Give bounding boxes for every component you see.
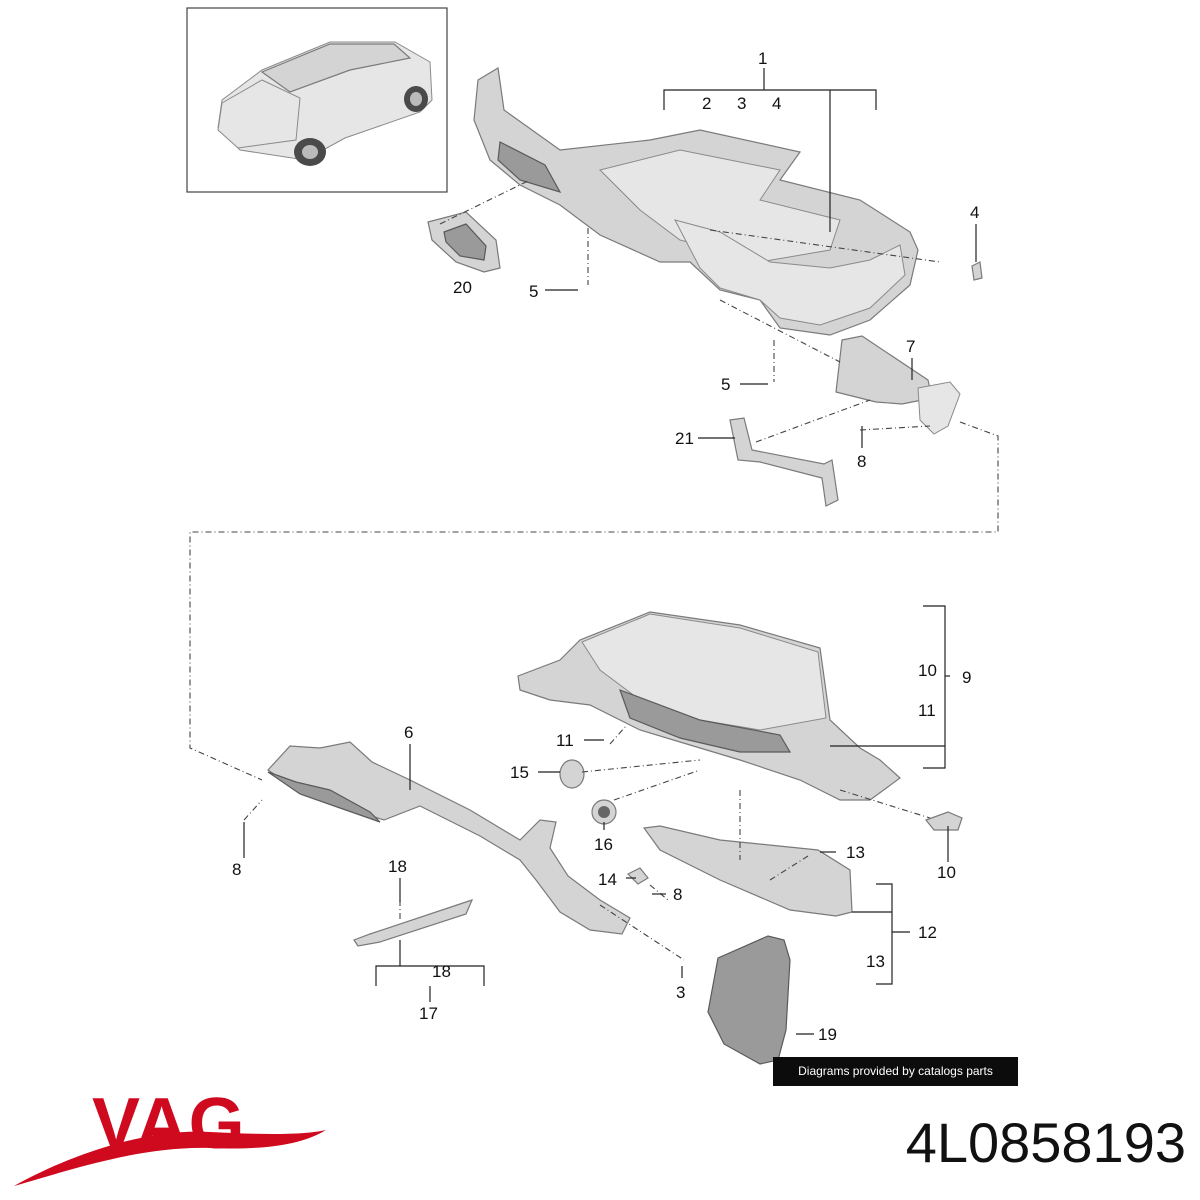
- callout-21: 21: [675, 429, 694, 448]
- callout-10-bottom: 10: [937, 863, 956, 882]
- callout-7: 7: [906, 337, 915, 356]
- callout-17: 17: [419, 1004, 438, 1023]
- callout-3-bottom: 3: [676, 983, 685, 1002]
- callout-13-upper: 13: [846, 843, 865, 862]
- callout-5-upper: 5: [529, 282, 538, 301]
- glovebox-housing: [517, 611, 901, 801]
- callout-8-left: 8: [232, 860, 241, 879]
- callout-15: 15: [510, 763, 529, 782]
- callout-18-lower: 18: [432, 962, 451, 981]
- leader-lines: [243, 68, 977, 1035]
- callout-20: 20: [453, 278, 472, 297]
- car-thumbnail: [186, 7, 448, 193]
- callout-9: 9: [962, 668, 971, 687]
- callout-6: 6: [404, 723, 413, 742]
- callout-5-lower: 5: [721, 375, 730, 394]
- callout-4-top: 4: [772, 94, 781, 113]
- callout-1: 1: [758, 49, 767, 68]
- callout-19: 19: [818, 1025, 837, 1044]
- callout-16: 16: [594, 835, 613, 854]
- brand-logo-text: VAG: [92, 1084, 246, 1164]
- callout-14: 14: [598, 870, 617, 889]
- lower-dash-trim: [267, 741, 631, 935]
- assembly-lines: [189, 179, 999, 961]
- callout-2: 2: [702, 94, 711, 113]
- callout-11-bracket: 11: [918, 701, 936, 720]
- vag-logo-swoosh: [14, 1130, 326, 1186]
- callout-4-right: 4: [970, 203, 979, 222]
- callout-11-left: 11: [556, 731, 574, 750]
- callout-8-upper: 8: [857, 452, 866, 471]
- glovebox-lid: [835, 335, 961, 435]
- callout-18-upper: 18: [388, 857, 407, 876]
- instrument-panel-carrier: [473, 67, 919, 336]
- callout-3: 3: [737, 94, 746, 113]
- callout-numbers: 1 2 3 4 4 20 5 5 7 21 8 10 9 11 6 11 15 …: [232, 49, 979, 1044]
- diagram-credit: Diagrams provided by catalogs parts: [773, 1057, 1018, 1086]
- callout-13-lower: 13: [866, 952, 885, 971]
- callout-8-mid: 8: [673, 885, 682, 904]
- part-number: 4L0858193: [905, 1111, 1186, 1174]
- callout-10-top: 10: [918, 661, 937, 680]
- air-vent-part: [427, 211, 501, 273]
- callout-12: 12: [918, 923, 937, 942]
- lid-handle: [729, 417, 839, 507]
